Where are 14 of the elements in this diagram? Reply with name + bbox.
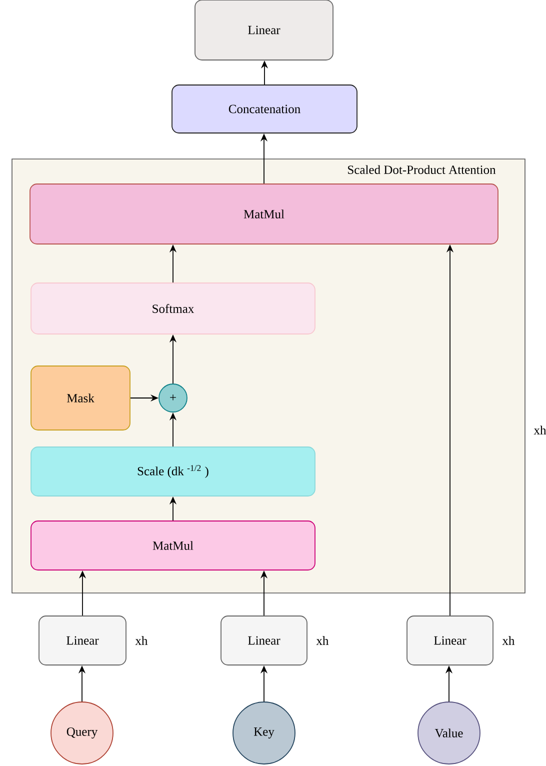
concatenation-box: Concatenation [172,84,358,134]
linear-box: Linear [406,616,494,666]
linear-box: Linear [220,616,308,666]
matmul-box: MatMul [30,184,498,244]
multiplier-label: xh [534,426,546,434]
multiplier-label: xh [502,636,515,645]
matmul-box: MatMul [30,520,316,570]
linear-box: Linear [194,0,334,60]
linear-box: Linear [38,616,126,666]
multiplier-label: xh [135,636,148,645]
multiplier-label: xh [316,636,329,645]
scale-box: Scale (dk $^{-1/2}$ ) [30,446,316,496]
softmax-box: Softmax [30,282,316,334]
mask-box: Mask [30,366,130,430]
